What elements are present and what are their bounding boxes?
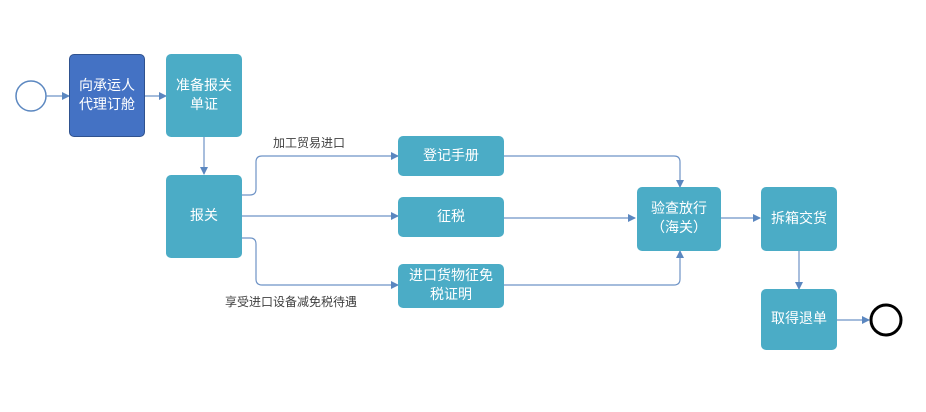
- node-unpack: 拆箱交货: [761, 187, 837, 251]
- edge-certificate-inspect: [504, 250, 684, 286]
- label-equipment-reduction: 享受进口设备减免税待遇: [225, 295, 358, 309]
- node-refund: 取得退单: [761, 289, 837, 350]
- node-register: 登记手册: [398, 136, 504, 176]
- edge-register-inspect: [504, 155, 684, 188]
- edge-declare-register: [242, 152, 399, 196]
- node-certificate: 进口货物征免税证明: [398, 264, 504, 308]
- node-inspect: 验查放行（海关）: [637, 187, 721, 251]
- edge-declare-certificate: [242, 237, 399, 289]
- node-book: 向承运人代理订舱: [69, 54, 145, 137]
- node-tax: 征税: [398, 197, 504, 237]
- node-declare: 报关: [166, 175, 242, 258]
- start-event: [15, 80, 47, 112]
- end-event: [869, 303, 903, 337]
- label-processing-trade: 加工贸易进口: [273, 136, 346, 150]
- node-prepare: 准备报关单证: [166, 54, 242, 137]
